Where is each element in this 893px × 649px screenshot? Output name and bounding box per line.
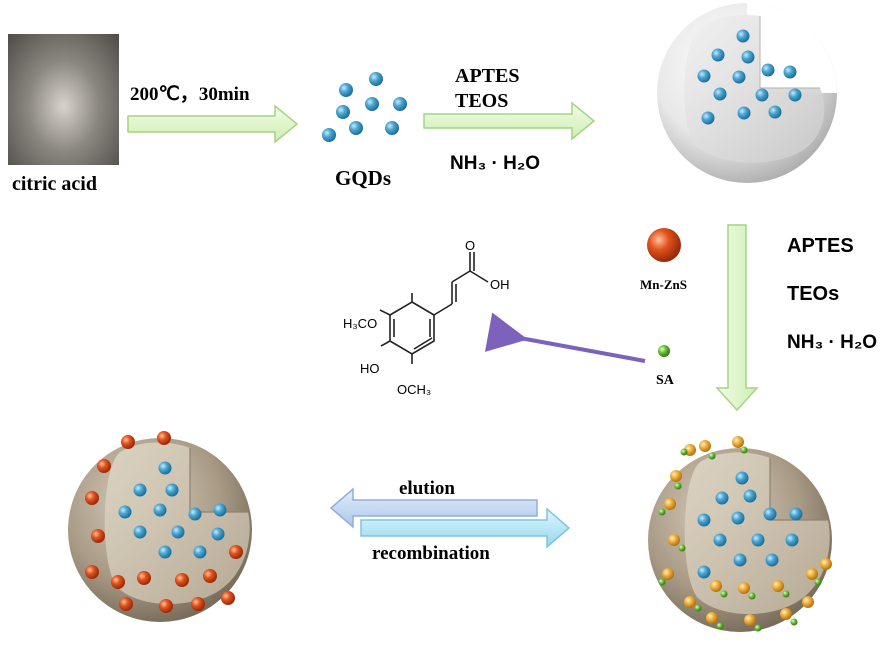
label-mnzns: Mn-ZnS bbox=[640, 277, 687, 292]
arrow-to-structure bbox=[484, 312, 646, 363]
label-condition1: 200℃，30min bbox=[130, 84, 250, 105]
label-r1-aptes: APTES bbox=[455, 65, 519, 87]
label-citric-acid: citric acid bbox=[12, 173, 97, 195]
eluted-sphere bbox=[68, 431, 252, 622]
arrow-step1 bbox=[127, 104, 299, 144]
label-gqds: GQDs bbox=[335, 166, 391, 190]
label-r2-aptes: APTES bbox=[787, 235, 854, 257]
label-r2-teos: TEOs bbox=[787, 283, 839, 305]
label-elution: elution bbox=[399, 478, 455, 499]
label-r1-teos: TEOS bbox=[455, 90, 508, 112]
structure-och3-bottom: OCH₃ bbox=[397, 382, 431, 397]
arrow-step2 bbox=[423, 101, 596, 141]
label-sa: SA bbox=[656, 373, 675, 388]
gqds-cluster bbox=[322, 72, 407, 142]
sinapic-acid-structure bbox=[379, 252, 489, 364]
label-r2-nh3: NH₃ · H₂O bbox=[787, 332, 877, 353]
citric-acid-photo bbox=[8, 34, 119, 165]
structure-oh: OH bbox=[490, 277, 510, 292]
structure-o: O bbox=[465, 238, 475, 253]
silica-gqd-sphere bbox=[657, 3, 837, 183]
label-r1-nh3: NH₃ · H₂O bbox=[450, 153, 540, 174]
label-recombination: recombination bbox=[372, 543, 490, 564]
imprinted-sphere bbox=[648, 436, 832, 632]
structure-och3-top: H₃CO bbox=[343, 316, 377, 331]
arrow-recombination bbox=[360, 507, 571, 549]
arrow-elution bbox=[329, 487, 538, 529]
arrow-step3 bbox=[715, 224, 759, 412]
mnzns-particle-icon bbox=[647, 228, 681, 262]
sa-particle-icon bbox=[658, 345, 670, 357]
structure-ho: HO bbox=[360, 361, 380, 376]
